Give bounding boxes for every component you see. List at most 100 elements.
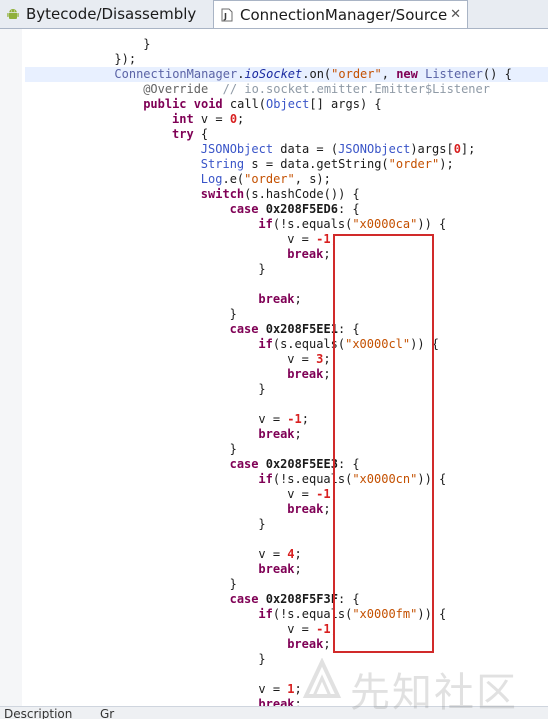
code-token: break [287, 367, 324, 381]
code-token: () { [482, 67, 512, 81]
code-token: v = [258, 547, 288, 561]
code-line: } [28, 307, 548, 322]
code-line: } [28, 382, 548, 397]
code-token: int [172, 112, 201, 126]
code-token: 0x208F5EE3 [265, 457, 338, 471]
code-line: v = -1; [28, 412, 548, 427]
code-token: ConnectionManager [114, 67, 238, 81]
code-token: } [143, 37, 151, 51]
code-line: v = -1; [28, 622, 548, 637]
code-line: public void call(Object[] args) { [28, 97, 548, 112]
code-token: v = [258, 412, 288, 426]
code-token: ; [294, 682, 302, 696]
code-line: } [28, 517, 548, 532]
code-token: . [237, 67, 245, 81]
code-token: , s); [294, 172, 331, 186]
code-token: switch [200, 187, 245, 201]
code-token: (s.hashCode()) { [244, 187, 360, 201]
code-token: } [229, 307, 237, 321]
code-token: String [200, 157, 245, 171]
code-token: try [172, 127, 201, 141]
code-token: "x0000fm" [352, 607, 418, 621]
code-token: ; [294, 697, 302, 706]
code-line: v = -1; [28, 232, 548, 247]
code-line [28, 397, 548, 412]
code-token: "x0000cl" [345, 337, 411, 351]
code-token: Object [266, 97, 310, 111]
code-token: : { [337, 592, 360, 606]
code-token: if [258, 217, 273, 231]
code-token: ; [323, 352, 331, 366]
tab-bytecode-disassembly[interactable]: Bytecode/Disassembly [0, 0, 210, 27]
code-token: if [258, 607, 273, 621]
code-token: v = [258, 682, 288, 696]
code-line: if(!s.equals("x0000ca")) { [28, 217, 548, 232]
code-token: public void [143, 97, 230, 111]
code-token: } [229, 442, 237, 456]
editor-tab-bar: Bytecode/Disassembly J ConnectionManager… [0, 0, 548, 29]
code-token: 0 [453, 142, 461, 156]
code-token: "order" [331, 67, 382, 81]
code-token: (!s.equals( [272, 607, 353, 621]
code-token: ; [323, 247, 331, 261]
code-line: Log.e("order", s); [28, 172, 548, 187]
code-line: } [28, 442, 548, 457]
code-token: ioSocket [244, 67, 303, 81]
code-token: // io.socket.emitter.Emitter$Listener [208, 82, 490, 96]
code-token: 0x208F5EE1 [265, 322, 338, 336]
code-token: ]; [460, 142, 476, 156]
source-editor[interactable]: }});ConnectionManager.ioSocket.on("order… [0, 29, 548, 706]
code-line: switch(s.hashCode()) { [28, 187, 548, 202]
code-line: break; [28, 247, 548, 262]
code-line: v = 4; [28, 547, 548, 562]
code-token: Listener [425, 67, 483, 81]
tab-label: ConnectionManager/Source [240, 5, 448, 24]
code-token: [] args) { [309, 97, 382, 111]
code-token: )) { [417, 217, 447, 231]
code-token: case [229, 457, 266, 471]
svg-text:J: J [223, 12, 227, 21]
code-token: break [287, 502, 324, 516]
code-token: v = [200, 112, 230, 126]
code-token: (!s.equals( [272, 217, 353, 231]
code-line: } [28, 652, 548, 667]
code-area[interactable]: }});ConnectionManager.ioSocket.on("order… [25, 37, 548, 706]
code-line: if(!s.equals("x0000cn")) { [28, 472, 548, 487]
tab-connectionmanager-source[interactable]: J ConnectionManager/Source ✕ [213, 0, 468, 28]
code-line: break; [28, 637, 548, 652]
code-line [28, 277, 548, 292]
code-token: "x0000ca" [352, 217, 418, 231]
code-token: ; [323, 367, 331, 381]
code-line: break; [28, 502, 548, 517]
code-token: break [258, 562, 295, 576]
code-token: } [229, 577, 237, 591]
close-tab-icon[interactable]: ✕ [450, 7, 461, 22]
editor-ruler [0, 29, 23, 706]
code-token: JSONObject [338, 142, 411, 156]
code-token: : { [337, 322, 360, 336]
code-token: ; [294, 292, 302, 306]
code-token: break [258, 292, 295, 306]
code-token: )) { [417, 607, 447, 621]
code-token: } [258, 652, 266, 666]
code-token: ; [294, 547, 302, 561]
code-token: ; [294, 562, 302, 576]
code-token: v = [287, 487, 317, 501]
code-token: : { [337, 202, 360, 216]
code-line: case 0x208F5EE1: { [28, 322, 548, 337]
code-token: } [258, 517, 266, 531]
code-token: Log [200, 172, 223, 186]
code-token: case [229, 592, 266, 606]
code-line: int v = 0; [28, 112, 548, 127]
code-line: v = 3; [28, 352, 548, 367]
tab-description[interactable]: Description [4, 707, 73, 719]
code-token: -1 [287, 412, 302, 426]
code-token: : { [337, 457, 360, 471]
code-token: ; [323, 502, 331, 516]
code-token: (s.equals( [272, 337, 346, 351]
code-line: break; [28, 697, 548, 706]
code-token: v = [287, 232, 317, 246]
bottom-panel-bar [0, 706, 548, 719]
tab-graph[interactable]: Gr [100, 707, 115, 719]
code-token: 4 [287, 547, 295, 561]
